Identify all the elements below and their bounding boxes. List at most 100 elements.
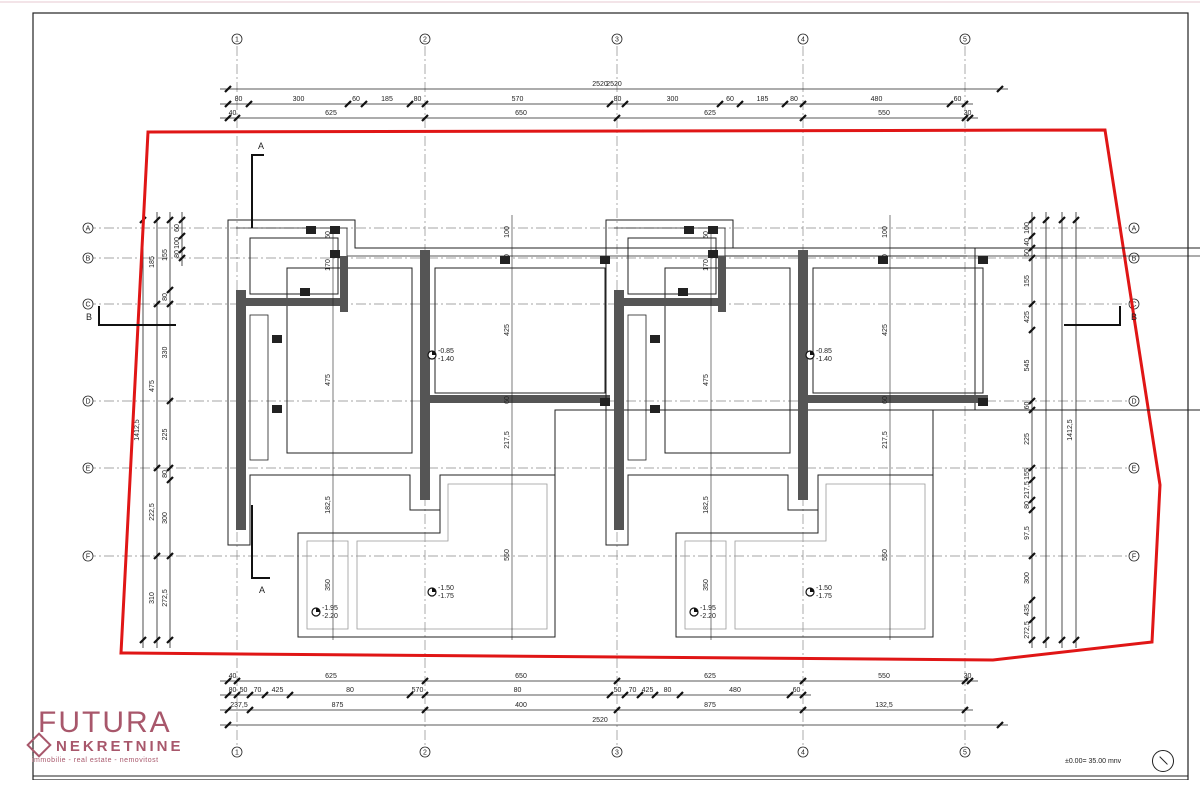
grid-bubble (82, 395, 94, 407)
dim-label: 185 (149, 256, 156, 268)
dim-label: 80 (162, 470, 169, 478)
dim-tick (178, 246, 186, 254)
dim-label: 70 (629, 687, 637, 694)
datum-level-note: ±0.00= 35.00 mnv (1065, 758, 1122, 765)
grid-bubble (611, 746, 623, 758)
dim-tick (166, 464, 174, 472)
dim-tick (613, 677, 621, 685)
building-walls (227, 219, 1200, 638)
level-value-bottom: -2.20 (700, 613, 716, 620)
grid-row-label: B (86, 256, 91, 263)
dim-label: 2520 (592, 81, 608, 88)
dim-tick (1028, 596, 1036, 604)
house-unit (227, 219, 976, 638)
dim-tick (166, 552, 174, 560)
dim-label: 425 (642, 687, 654, 694)
level-value-top: -0.85 (816, 348, 832, 355)
section-marker-bottom (251, 505, 270, 579)
house-unit (605, 219, 1200, 638)
dim-tick (996, 721, 1004, 729)
grid-bubble (959, 33, 971, 45)
dim-label: 625 (325, 110, 337, 117)
level-marker-fill (694, 608, 698, 612)
grid-bubble (419, 33, 431, 45)
section-markers: A A B B (86, 141, 1137, 595)
dim-label: 217,5 (1024, 481, 1031, 499)
dim-tick (153, 552, 161, 560)
unit-inner-outline (236, 227, 967, 257)
grid-bubble (82, 462, 94, 474)
section-label-bottom: A (259, 585, 265, 595)
section-marker-left (98, 306, 176, 326)
column (306, 226, 316, 234)
section-marker-right (1064, 306, 1121, 326)
dim-tick (233, 677, 241, 685)
dim-tick (621, 100, 629, 108)
level-value-bottom: -1.75 (438, 593, 454, 600)
column (650, 405, 660, 413)
dim-tick (799, 100, 807, 108)
column (600, 398, 610, 406)
dim-label: 300 (162, 512, 169, 524)
dim-label: 650 (515, 673, 527, 680)
property-boundary (119, 128, 1162, 662)
section-label-top: A (258, 141, 264, 151)
logo-tagline: immobilie - real estate - nemovitost (32, 757, 159, 764)
grid-bubble (797, 746, 809, 758)
dim-label: 475 (149, 380, 156, 392)
dim-label: 60 (352, 96, 360, 103)
dim-label: 330 (162, 347, 169, 359)
interior-dim-label: 60 (504, 396, 511, 404)
dim-label: 545 (1024, 360, 1031, 372)
grid-row-label: D (85, 399, 90, 406)
column (330, 226, 340, 234)
interior-dim-label: 60 (703, 231, 710, 239)
dim-tick (166, 286, 174, 294)
interior-dim-label: 60 (504, 254, 511, 262)
dim-label: 225 (1024, 433, 1031, 445)
grid-bubble (1128, 550, 1140, 562)
dim-tick (286, 691, 294, 699)
dim-label: 570 (512, 96, 524, 103)
dim-tick (1028, 300, 1036, 308)
room (249, 237, 339, 295)
dim-label: 550 (878, 673, 890, 680)
grid-bubble (82, 222, 94, 234)
dim-tick (153, 636, 161, 644)
level-value-bottom: -1.40 (438, 356, 454, 363)
dim-label: 237,5 (230, 702, 248, 709)
dim-label: 30 (964, 673, 972, 680)
level-value-top: -1.95 (322, 605, 338, 612)
dim-tick (178, 232, 186, 240)
dim-tick (166, 300, 174, 308)
grid-bubble (419, 746, 431, 758)
dim-tick (1028, 552, 1036, 560)
dim-tick (613, 114, 621, 122)
unit-outline (605, 219, 1200, 546)
terrace-outline (297, 474, 556, 638)
grid-bubble (797, 33, 809, 45)
dim-tick (786, 691, 794, 699)
grid-bubble (1128, 462, 1140, 474)
dim-label: 875 (332, 702, 344, 709)
section-label-right: B (1131, 312, 1137, 322)
grid-column-label: 3 (615, 750, 619, 757)
grid-row-label: E (86, 466, 91, 473)
column (650, 335, 660, 343)
dim-label: 40 (1024, 238, 1031, 246)
interior-dim-label: 100 (882, 226, 889, 238)
logo-sub-text: NEKRETNINE (56, 738, 184, 755)
interior-dim-label: 475 (703, 374, 710, 386)
terrace-inner (306, 540, 349, 630)
grid-row-label: C (1131, 302, 1136, 309)
dim-label: 60 (726, 96, 734, 103)
level-marker: -0.85-1.40 (427, 348, 454, 363)
grid-row-label: C (85, 302, 90, 309)
level-value-top: -1.95 (700, 605, 716, 612)
grid-column-label: 1 (235, 750, 239, 757)
dim-tick (166, 216, 174, 224)
dim-tick (1028, 496, 1036, 504)
dim-tick (139, 636, 147, 644)
grid-bubble (959, 746, 971, 758)
